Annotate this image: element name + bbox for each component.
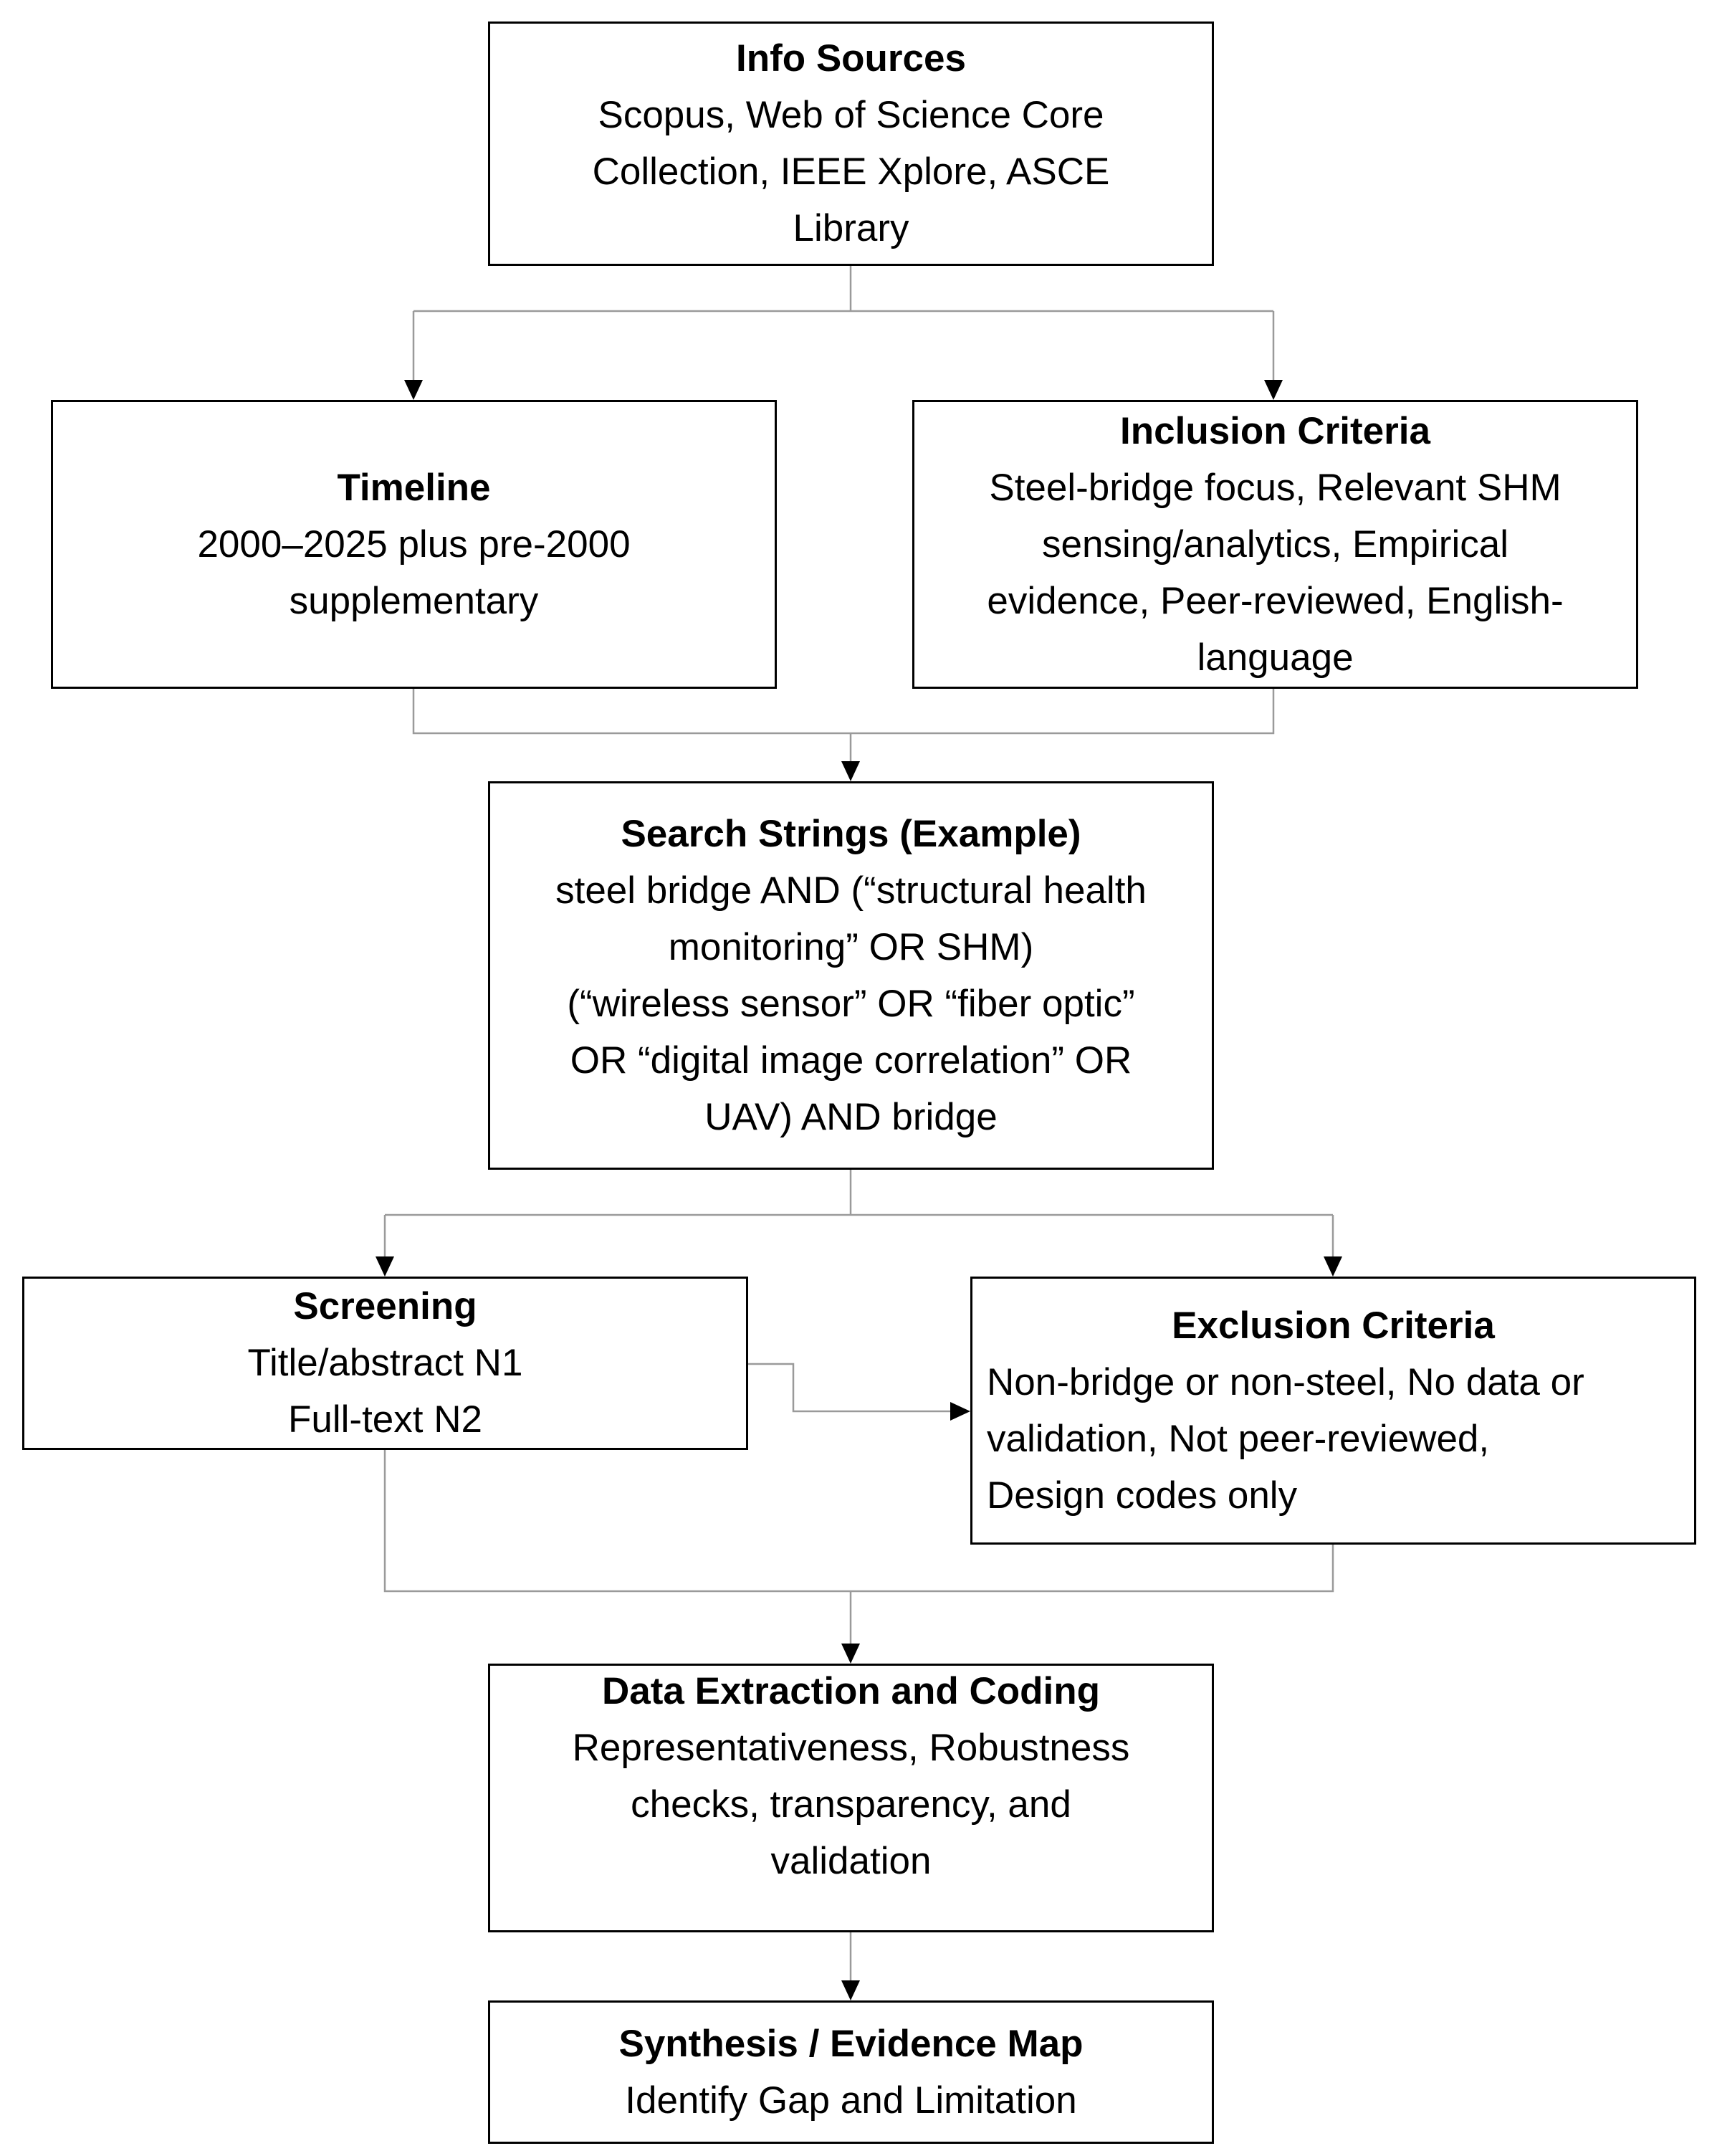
arrowhead-timeline (404, 380, 423, 400)
arrowhead-inclusion (1264, 380, 1283, 400)
info-sources-line: Collection, IEEE Xplore, ASCE (592, 151, 1110, 193)
info-sources-line: Library (793, 207, 909, 249)
screening-line: Title/abstract N1 (247, 1342, 523, 1384)
timeline-line: 2000–2025 plus pre-2000 (197, 523, 631, 566)
screening-line: Full-text N2 (288, 1398, 482, 1441)
exclusion-criteria-title: Exclusion Criteria (1172, 1304, 1495, 1347)
timeline-line: supplementary (289, 579, 539, 622)
screening-title: Screening (293, 1285, 477, 1327)
info-sources-title: Info Sources (735, 37, 966, 80)
arrow-screening-to-exclusion (748, 1363, 950, 1413)
arrowhead-screening (376, 1256, 394, 1277)
arrowhead-synthesis (841, 1980, 860, 2000)
data-extraction-line: validation (770, 1840, 932, 1882)
data-extraction-line: checks, transparency, and (631, 1783, 1071, 1826)
timeline-title: Timeline (337, 466, 491, 509)
data-extraction-line: Representativeness, Robustness (572, 1727, 1130, 1769)
arrowhead-screening-to-exclusion (950, 1402, 970, 1421)
search-strings-line: monitoring” OR SHM) (668, 925, 1034, 968)
synthesis-line: Identify Gap and Limitation (625, 2079, 1077, 2122)
inclusion-criteria-title: Inclusion Criteria (1120, 409, 1430, 452)
inclusion-criteria-box: Inclusion Criteria Steel-bridge focus, R… (912, 400, 1638, 689)
exclusion-criteria-line: validation, Not peer-reviewed, (987, 1417, 1490, 1460)
arrowhead-extraction (841, 1644, 860, 1664)
inclusion-criteria-line: Steel-bridge focus, Relevant SHM (989, 466, 1562, 509)
connector-merge-to-extraction (383, 1450, 1334, 1644)
exclusion-criteria-line: Design codes only (987, 1474, 1298, 1517)
data-extraction-box: Data Extraction and Coding Representativ… (488, 1664, 1214, 1932)
data-extraction-title: Data Extraction and Coding (602, 1670, 1100, 1712)
info-sources-box: Info Sources Scopus, Web of Science Core… (488, 22, 1214, 266)
synthesis-box: Synthesis / Evidence Map Identify Gap an… (488, 2000, 1214, 2144)
inclusion-criteria-line: language (1197, 636, 1354, 679)
exclusion-criteria-line: Non-bridge or non-steel, No data or (987, 1360, 1584, 1403)
search-strings-title: Search Strings (Example) (621, 812, 1081, 855)
search-strings-line: UAV) AND bridge (704, 1095, 998, 1138)
info-sources-line: Scopus, Web of Science Core (598, 94, 1104, 136)
timeline-box: Timeline 2000–2025 plus pre-2000 supplem… (51, 400, 777, 689)
connector-info-split (413, 266, 1273, 313)
inclusion-criteria-line: evidence, Peer-reviewed, English- (987, 579, 1564, 622)
search-strings-line: OR “digital image correlation” OR (570, 1039, 1132, 1082)
screening-box: Screening Title/abstract N1 Full-text N2 (22, 1277, 748, 1450)
search-strings-line: steel bridge AND (“structural health (555, 869, 1147, 912)
search-strings-line: (“wireless sensor” OR “fiber optic” (567, 982, 1135, 1025)
connector-merge-to-search (412, 689, 1275, 761)
inclusion-criteria-line: sensing/analytics, Empirical (1042, 523, 1508, 566)
synthesis-title: Synthesis / Evidence Map (618, 2022, 1084, 2065)
search-strings-box: Search Strings (Example) steel bridge AN… (488, 781, 1214, 1170)
connector-search-split (385, 1170, 1333, 1216)
arrowhead-exclusion (1324, 1256, 1342, 1277)
exclusion-criteria-box: Exclusion Criteria Non-bridge or non-ste… (970, 1277, 1696, 1545)
arrowhead-search (841, 761, 860, 781)
